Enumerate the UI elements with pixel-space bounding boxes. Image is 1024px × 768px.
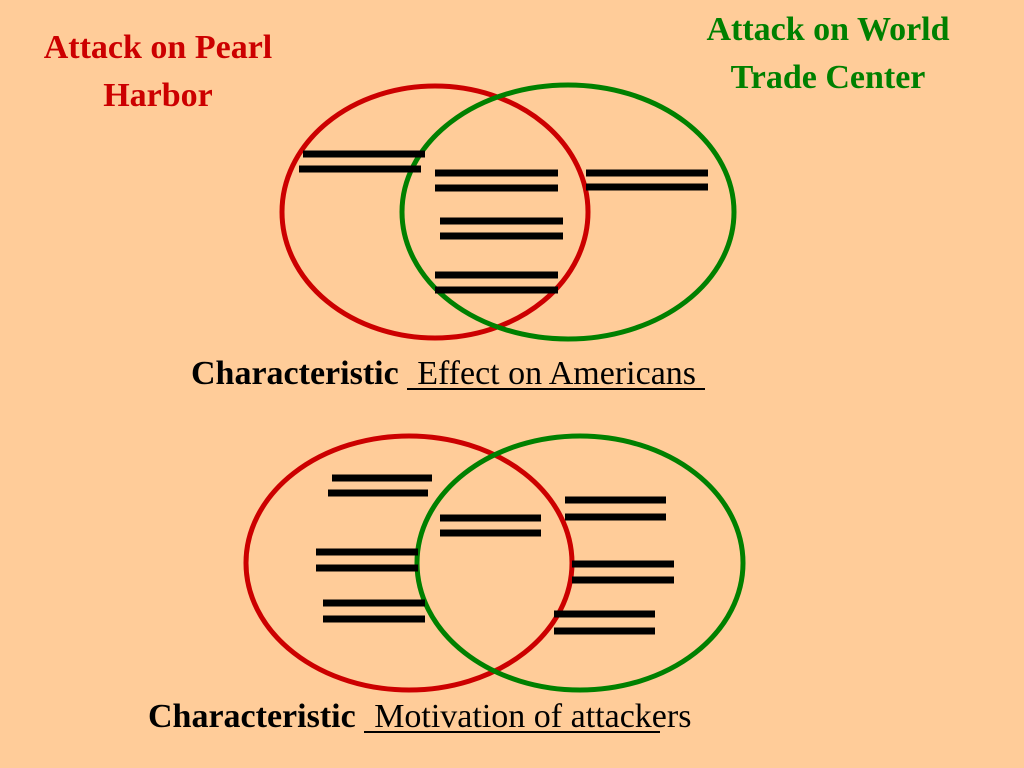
blank-answer-lines (299, 150, 708, 294)
characteristic-value: Motivation of attackers (364, 697, 691, 737)
venn-circle-pearl-harbor (243, 433, 575, 693)
right-heading-line-1: Attack on World (706, 11, 950, 48)
venn-circle-world-trade-center (399, 82, 737, 342)
left-circle-heading: Attack on Pearl Harbor (0, 24, 316, 120)
left-heading-line-2: Harbor (103, 77, 213, 114)
venn-diagram-motivation (243, 433, 746, 693)
characteristic-caption-effect: Characteristic Effect on Americans (191, 354, 706, 394)
blank-answer-lines (316, 474, 674, 635)
characteristic-value: Effect on Americans (407, 354, 706, 394)
characteristic-caption-motivation: Characteristic Motivation of attackers (148, 697, 691, 737)
right-heading-line-2: Trade Center (730, 59, 926, 96)
venn-circle-pearl-harbor (279, 83, 591, 341)
venn-diagram-effect (279, 82, 737, 342)
characteristic-label: Characteristic (148, 698, 356, 735)
right-circle-heading: Attack on World Trade Center (666, 6, 990, 102)
venn-circle-world-trade-center (414, 433, 746, 693)
characteristic-label: Characteristic (191, 355, 399, 392)
left-heading-line-1: Attack on Pearl (43, 29, 273, 66)
